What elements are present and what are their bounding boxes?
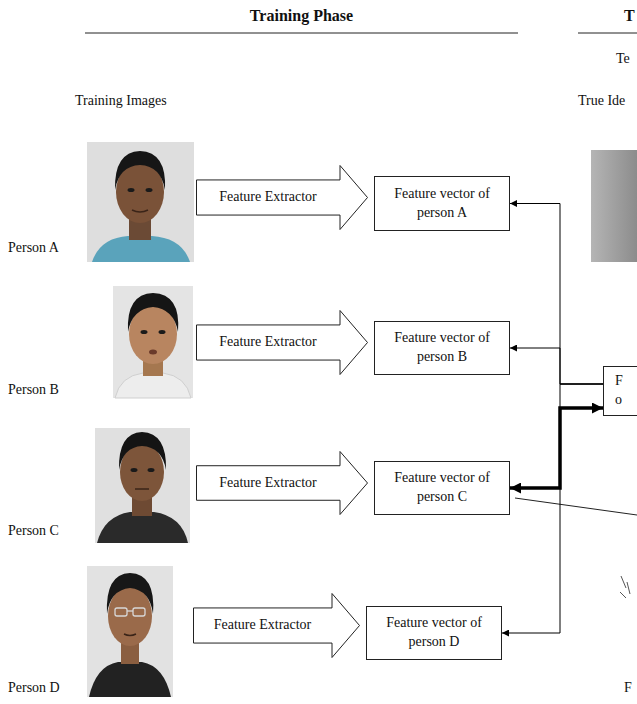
process-box-outline	[374, 176, 510, 231]
block-arrow-shape	[197, 452, 368, 515]
column-heading: Training Images	[75, 93, 167, 109]
connector	[510, 408, 603, 488]
column-text: Te	[616, 51, 630, 67]
phase-heading: Training Phase	[85, 7, 518, 25]
box-label: F o	[615, 372, 625, 410]
process-box-outline	[374, 321, 510, 375]
box-label: Feature vector of person B	[386, 329, 498, 367]
face-photo	[87, 142, 194, 262]
arrow-label: Feature Extractor	[219, 188, 317, 207]
arrow-label: Feature Extractor	[219, 333, 317, 352]
phase-heading: T	[624, 7, 635, 25]
face-photo	[95, 428, 190, 543]
leader-line	[515, 498, 637, 515]
arrow-label: Feature Extractor	[214, 616, 312, 635]
box-label: Feature vector of person A	[386, 185, 498, 223]
connector	[510, 204, 603, 385]
block-arrow: Feature Extractor	[196, 165, 368, 230]
process-box-shape	[604, 367, 637, 416]
face-photo	[87, 566, 173, 697]
person-label: Person B	[8, 382, 59, 398]
block-arrow-shape	[197, 311, 368, 375]
block-arrow-shape	[194, 594, 360, 658]
connector	[502, 384, 603, 633]
person-label: Person C	[8, 523, 59, 539]
arrow-label: Feature Extractor	[219, 474, 317, 493]
block-arrow: Feature Extractor	[196, 310, 368, 375]
process-box: Feature vector of person D	[366, 606, 502, 660]
column-text: True Ide	[578, 93, 625, 109]
process-box-outline	[366, 606, 502, 660]
process-box: Feature vector of person C	[374, 461, 510, 515]
heading-rule	[85, 33, 518, 34]
process-box: Feature vector of person A	[374, 176, 510, 231]
process-box: Feature vector of person B	[374, 321, 510, 375]
block-arrow: Feature Extractor	[193, 593, 360, 658]
person-label: Person A	[8, 240, 59, 256]
process-box-shape	[375, 322, 510, 375]
box-label: Feature vector of person C	[386, 469, 498, 507]
heading-rule	[578, 33, 637, 34]
block-arrow-shape	[197, 166, 368, 230]
sketch-mark	[620, 576, 630, 598]
process-box-shape	[367, 607, 502, 660]
person-label: Person D	[8, 680, 60, 696]
test-image	[591, 150, 637, 262]
process-box-outline	[374, 461, 510, 515]
column-text: F	[624, 680, 632, 696]
block-arrow: Feature Extractor	[196, 451, 368, 515]
process-box: F o	[603, 366, 637, 416]
box-label: Feature vector of person D	[378, 614, 490, 652]
face-photo	[113, 286, 193, 398]
process-box-shape	[375, 462, 510, 515]
process-box-shape	[375, 177, 510, 231]
connector	[510, 348, 603, 384]
